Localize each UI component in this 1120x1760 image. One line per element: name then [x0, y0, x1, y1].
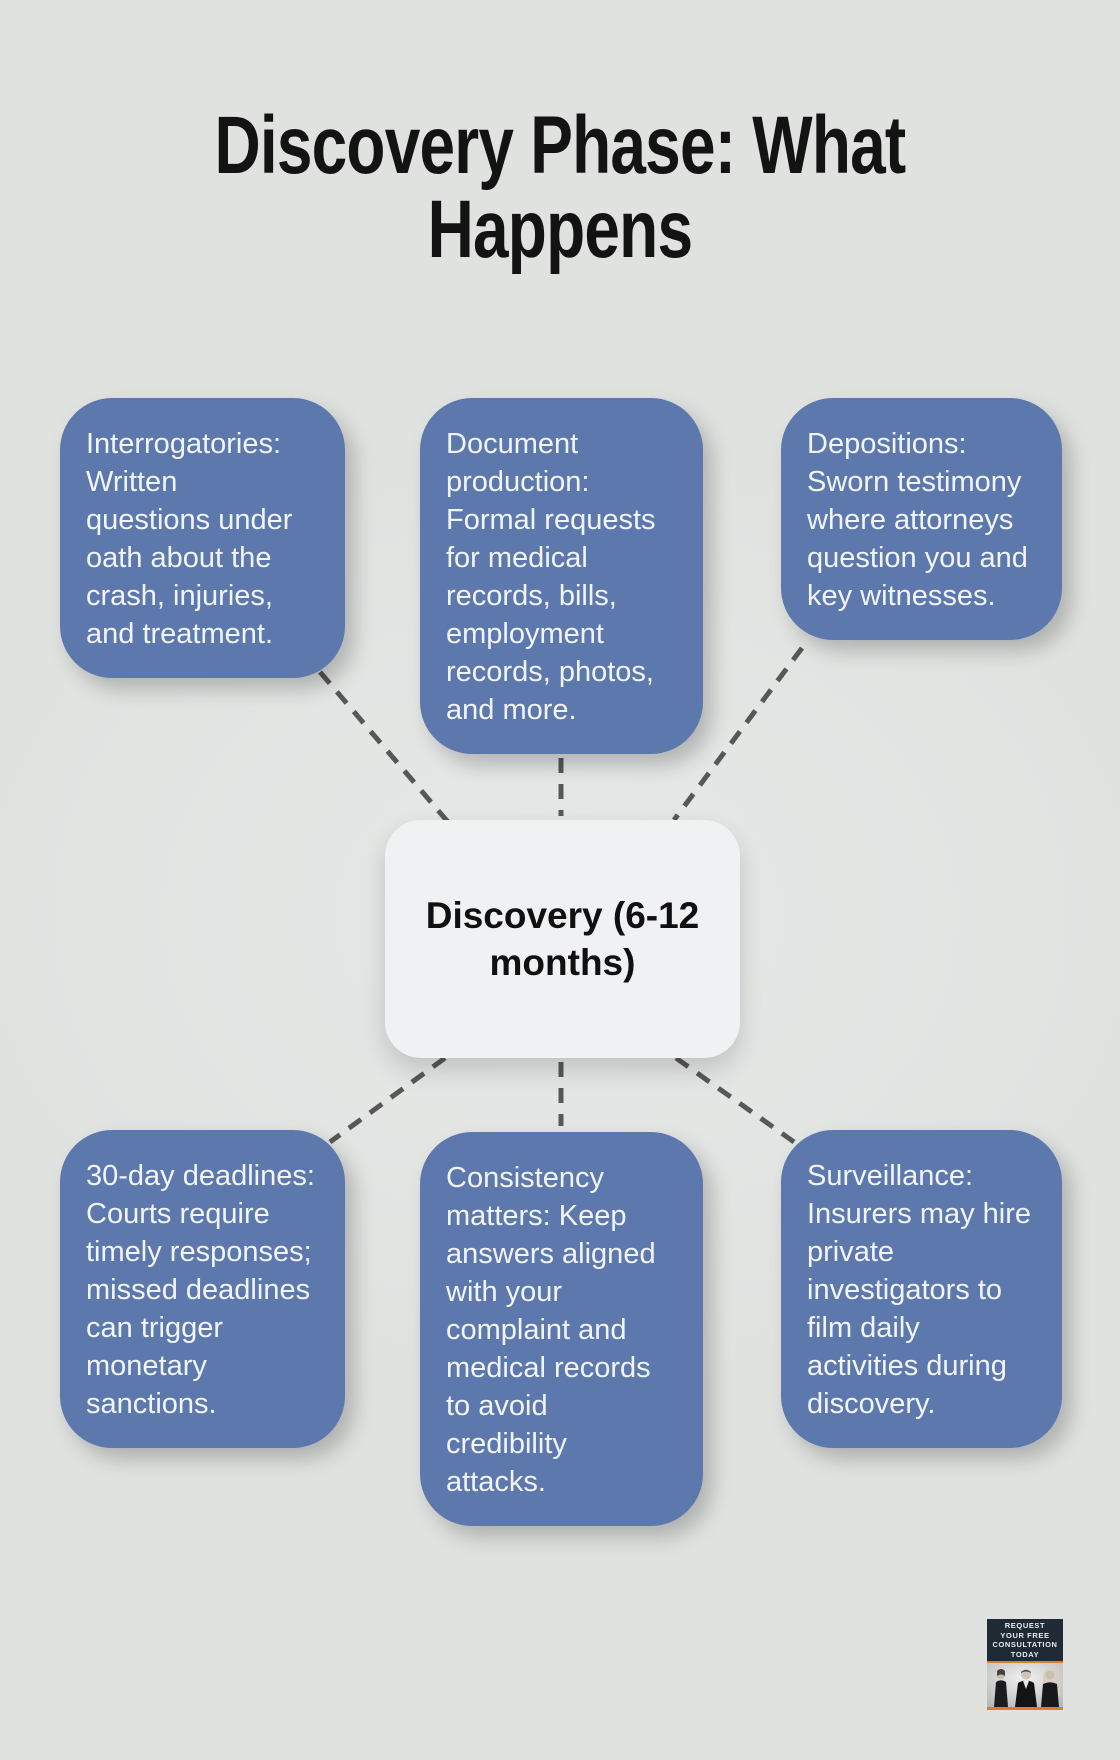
node-depositions: Depositions: Sworn testimony where attor…: [781, 398, 1062, 640]
node-document-production: Document production: Formal requests for…: [420, 398, 703, 754]
node-consistency-matters: Consistency matters: Keep answers aligne…: [420, 1132, 703, 1526]
center-node-discovery: Discovery (6-12 months): [385, 820, 740, 1058]
connector-depositions: [671, 646, 805, 822]
badge-line-4: TODAY: [1010, 1649, 1040, 1659]
attorneys-photo: [987, 1663, 1063, 1707]
node-interrogatories: Interrogatories: Written questions under…: [60, 398, 345, 678]
page-title: Discovery Phase: What Happens: [214, 100, 906, 275]
badge-bottom-line: [987, 1707, 1063, 1710]
badge-line-1: REQUEST: [1004, 1621, 1046, 1630]
consultation-badge[interactable]: REQUEST YOUR FREE CONSULTATION TODAY: [987, 1619, 1063, 1710]
connector-surveillance: [674, 1055, 796, 1145]
badge-line-3: CONSULTATION: [992, 1640, 1058, 1649]
connector-interrogatories: [318, 670, 450, 824]
badge-line-2: YOUR FREE: [1000, 1630, 1050, 1640]
connector-30-day-deadlines: [328, 1055, 447, 1145]
node-30-day-deadlines: 30-day deadlines: Courts require timely …: [60, 1130, 345, 1448]
node-surveillance: Surveillance: Insurers may hire private …: [781, 1130, 1062, 1448]
page-title-wrap: Discovery Phase: What Happens: [0, 104, 1120, 272]
consultation-badge-text: REQUEST YOUR FREE CONSULTATION TODAY: [987, 1619, 1063, 1661]
badge-divider-line: [987, 1661, 1063, 1663]
